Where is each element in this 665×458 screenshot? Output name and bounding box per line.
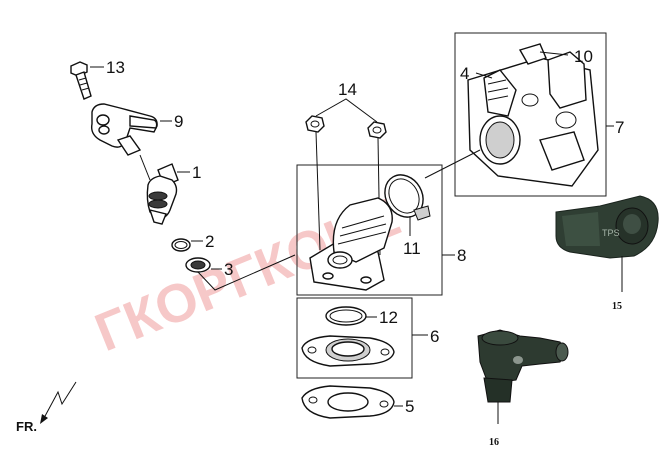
nut-part-14-left [305,115,325,133]
leader-14 [315,98,378,123]
leader-throttle-to-clamp [424,149,481,179]
sensor-marking: TPS [602,228,620,238]
intake-manifold-group-box [296,164,443,296]
callout-2: 2 [205,232,214,251]
leader-3-to-manifold [197,254,296,291]
callout-10: 10 [574,47,593,66]
callout-12: 12 [379,308,398,327]
o-ring-part-2 [171,238,191,252]
injector-holder-part-9 [90,103,158,156]
throttle-position-sensor-part-15: TPS [555,195,659,259]
callout-9: 9 [174,112,183,131]
nut-part-14-right [367,121,387,139]
callout-15: 15 [612,301,622,312]
hose-clamp-part-11 [384,174,431,221]
insulator-part-6 [301,335,395,367]
callout-16: 16 [489,437,499,448]
throttle-body-part-7 [467,43,599,187]
callout-13: 13 [106,58,125,77]
callout-4: 4 [460,64,469,83]
sensor-part-16 [477,329,569,403]
intake-manifold-part-8 [309,197,393,291]
fuel-injector-part-1 [139,154,179,225]
front-marker-label: FR. [16,419,37,434]
leader-4 [475,72,493,79]
callout-7: 7 [615,118,624,137]
bolt-part-13 [70,61,92,100]
callout-5: 5 [405,397,414,416]
seal-part-3 [185,257,211,273]
front-direction-arrow [40,381,77,424]
callout-1: 1 [192,163,201,182]
leader-14-stud-left [315,131,321,251]
callout-14: 14 [338,80,357,99]
callout-3: 3 [224,260,233,279]
gasket-part-5 [301,385,395,419]
o-ring-part-12 [325,306,367,326]
callout-6: 6 [430,327,439,346]
callout-8: 8 [457,246,466,265]
throttle-body-group-box [454,32,607,197]
gasket-group-box [296,297,413,379]
callout-11: 11 [403,239,421,258]
leader-10 [539,51,569,56]
